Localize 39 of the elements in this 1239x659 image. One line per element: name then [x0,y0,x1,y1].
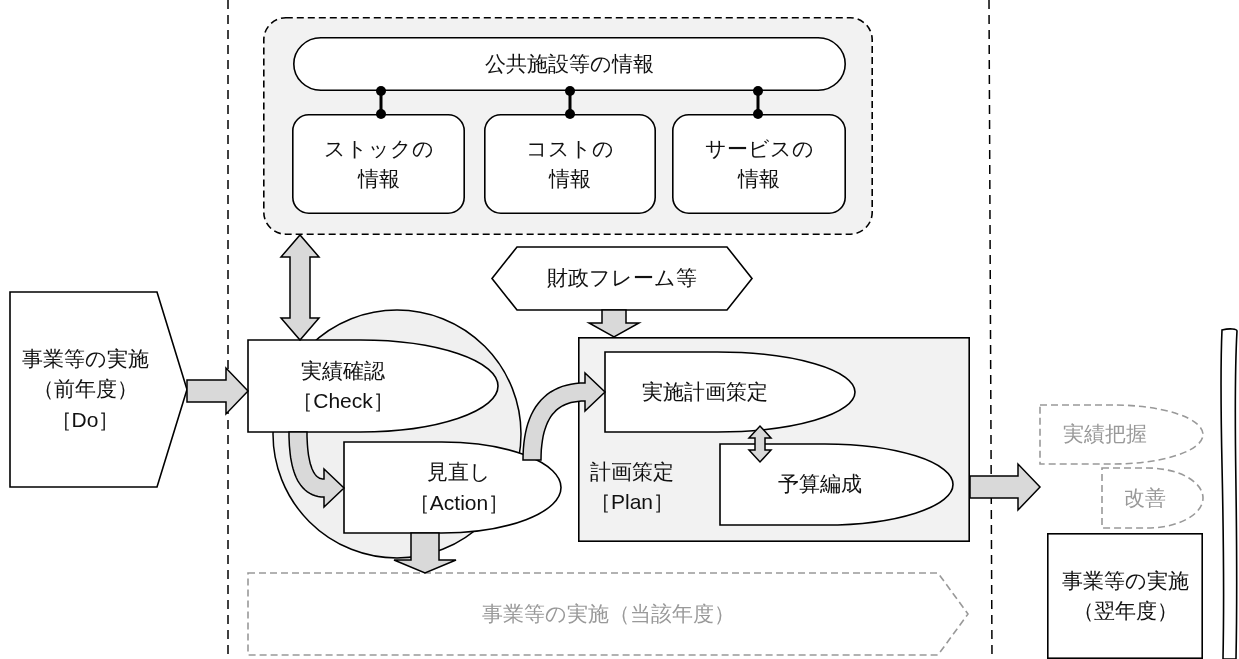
node-label: ストックの情報 [323,135,434,192]
block-arrow [279,233,321,342]
node-label: 財政フレーム等 [547,265,697,292]
tab-shape [1102,468,1203,528]
block-arrow [969,462,1042,512]
bracket-shape [1220,328,1239,659]
block-arrow [186,366,250,416]
node-label: 実績確認［Check］ [291,357,395,414]
node-label: 実績把握 [1063,421,1147,448]
node-label: 見直し［Action］ [407,459,511,516]
node-label: サービスの情報 [704,135,814,192]
node-label: 計画策定［Plan］ [589,458,675,515]
node-label: 事業等の実施（当該年度） [481,600,735,627]
rounded-box [292,114,465,214]
group-box [263,17,873,235]
block-arrow [747,424,773,464]
node-label: 公共施設等の情報 [485,50,654,77]
connector-line [376,86,386,119]
node-label: 改善 [1123,484,1166,511]
block-arrow [522,371,607,461]
block-arrow [393,532,457,574]
node-label: 予算編成 [778,471,862,498]
block-arrow [288,431,346,509]
process-box [1047,533,1203,659]
rounded-box [484,114,656,214]
node-label: 実施計画策定 [642,378,768,405]
block-arrow [586,309,642,338]
connector-line [565,86,575,119]
tab-shape [1040,405,1203,464]
rounded-box [672,114,846,214]
connector-line [753,86,763,119]
panel-box [578,337,970,542]
node-label: 事業等の実施（前年度）［Do］ [20,345,150,433]
node-label: 事業等の実施（翌年度） [1060,567,1190,624]
pill-box [293,37,846,91]
tab-shape [344,442,561,533]
hexagon-box [492,247,752,310]
node-label: コストの情報 [525,135,615,192]
pentagon-box [10,292,187,487]
